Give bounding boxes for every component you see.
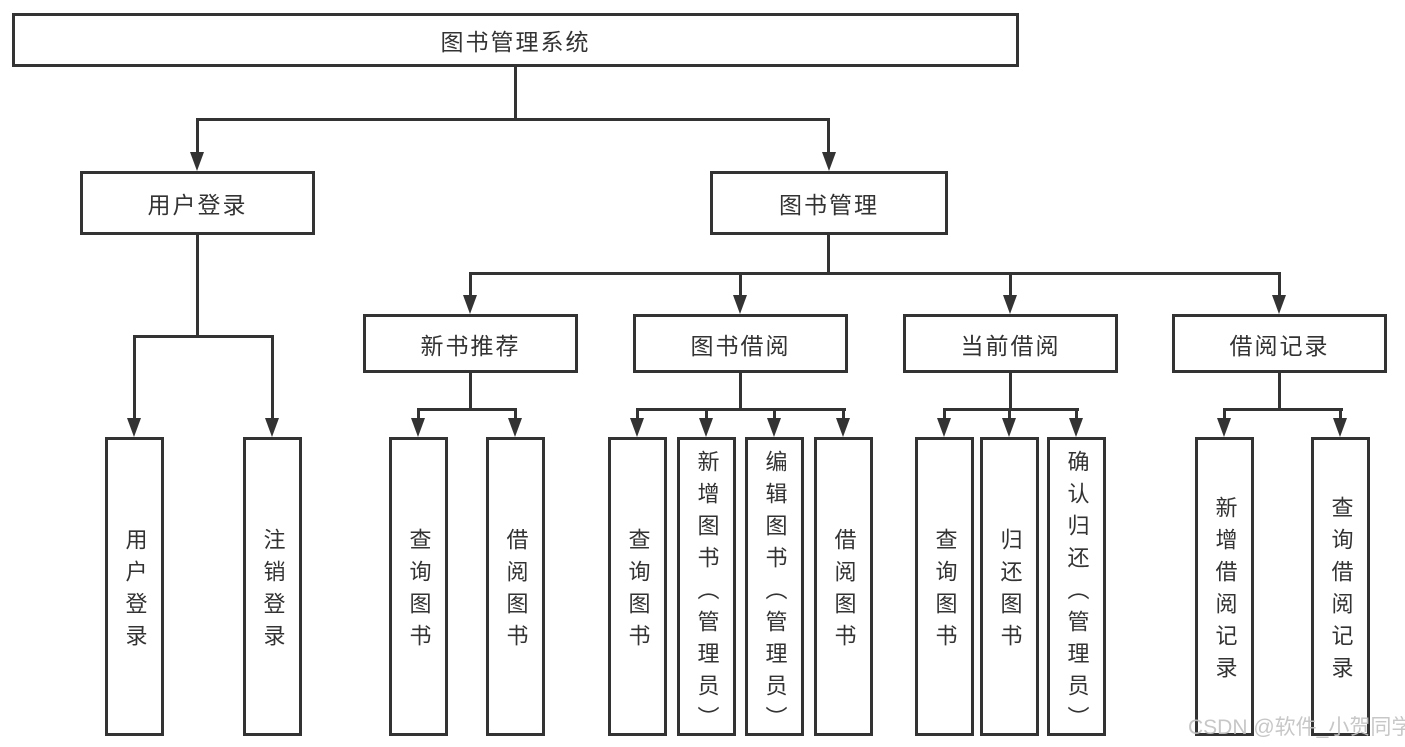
connector-drop-leaf [1075,408,1078,422]
connector-drop-leaf [1008,408,1011,422]
leaf-query-borrow-record: 查询借阅记录 [1311,437,1370,736]
leaf-label: 新增借阅记录 [1212,495,1238,688]
csdn-watermark: CSDN @软件_小贺同学 [1188,716,1405,739]
connector-bookmgmt-rail [469,272,1281,275]
leaf-add-books-admin: 新增图书（管理员） [677,437,736,738]
connector-borrow-rail [636,408,846,411]
leaf-label: 归还图书 [997,527,1023,656]
arrow-down-icon [1333,418,1347,437]
arrow-down-icon [411,418,425,437]
connector-root-rail [196,118,830,121]
node-new-book-recommendation: 新书推荐 [363,314,578,373]
connector-drop-leaf [1339,408,1342,422]
leaf-label: 新增图书（管理员） [694,450,720,738]
arrow-down-icon [630,418,644,437]
connector-records-stem [1278,373,1281,408]
node-current-borrowing: 当前借阅 [903,314,1118,373]
connector-drop-leaf [943,408,946,422]
connector-current-rail [943,408,1079,411]
connector-userlogin-stem [196,235,199,335]
leaf-query-books-current: 查询图书 [915,437,974,736]
arrow-down-icon [1069,418,1083,437]
arrow-down-icon [822,152,836,171]
connector-drop-leaf [133,335,136,420]
arrow-down-icon [767,418,781,437]
leaf-label: 用户登录 [122,527,148,656]
arrow-down-icon [836,418,850,437]
connector-current-stem [1009,373,1012,408]
connector-userlogin-rail [133,335,274,338]
arrow-down-icon [463,295,477,314]
connector-drop-leaf [514,408,517,422]
connector-newbook-stem [469,373,472,408]
arrow-down-icon [1217,418,1231,437]
leaf-borrow-books: 借阅图书 [814,437,873,736]
connector-drop-current [1009,272,1012,298]
connector-root-stem [514,67,517,118]
connector-newbook-rail [417,408,517,411]
connector-drop-leaf [842,408,845,422]
node-user-login: 用户登录 [80,171,315,235]
arrow-down-icon [1272,295,1286,314]
connector-drop-user-login [196,118,199,154]
node-library-management-system: 图书管理系统 [12,13,1019,67]
connector-drop-leaf [417,408,420,422]
leaf-label: 注销登录 [260,527,286,656]
leaf-edit-books-admin: 编辑图书（管理员） [745,437,804,738]
leaf-logout: 注销登录 [243,437,302,736]
arrow-down-icon [265,418,279,437]
connector-drop-records [1278,272,1281,298]
connector-drop-newbook [469,272,472,298]
connector-bookmgmt-stem [827,235,830,272]
arrow-down-icon [190,152,204,171]
leaf-label: 查询借阅记录 [1328,495,1354,688]
connector-drop-leaf [271,335,274,420]
node-book-management: 图书管理 [710,171,948,235]
connector-drop-borrow [739,272,742,298]
leaf-label: 查询图书 [932,527,958,656]
leaf-label: 查询图书 [625,527,651,656]
connector-drop-leaf [705,408,708,422]
leaf-label: 编辑图书（管理员） [762,450,788,738]
arrow-down-icon [699,418,713,437]
leaf-label: 借阅图书 [831,527,857,656]
arrow-down-icon [937,418,951,437]
connector-drop-leaf [773,408,776,422]
connector-drop-leaf [1223,408,1226,422]
leaf-confirm-return-admin: 确认归还（管理员） [1047,437,1106,738]
node-borrowing-records: 借阅记录 [1172,314,1387,373]
leaf-label: 借阅图书 [503,527,529,656]
arrow-down-icon [733,295,747,314]
arrow-down-icon [127,418,141,437]
leaf-label: 确认归还（管理员） [1064,450,1090,738]
node-book-borrowing: 图书借阅 [633,314,848,373]
arrow-down-icon [508,418,522,437]
arrow-down-icon [1003,295,1017,314]
arrow-down-icon [1002,418,1016,437]
leaf-borrow-books-newbook: 借阅图书 [486,437,545,736]
leaf-query-books-borrow: 查询图书 [608,437,667,736]
leaf-label: 查询图书 [406,527,432,656]
connector-borrow-stem [739,373,742,408]
connector-records-rail [1223,408,1343,411]
connector-drop-leaf [636,408,639,422]
leaf-user-login: 用户登录 [105,437,164,736]
leaf-query-books-newbook: 查询图书 [389,437,448,736]
leaf-return-books: 归还图书 [980,437,1039,736]
leaf-add-borrow-record: 新增借阅记录 [1195,437,1254,736]
connector-drop-book-mgmt [827,118,830,154]
